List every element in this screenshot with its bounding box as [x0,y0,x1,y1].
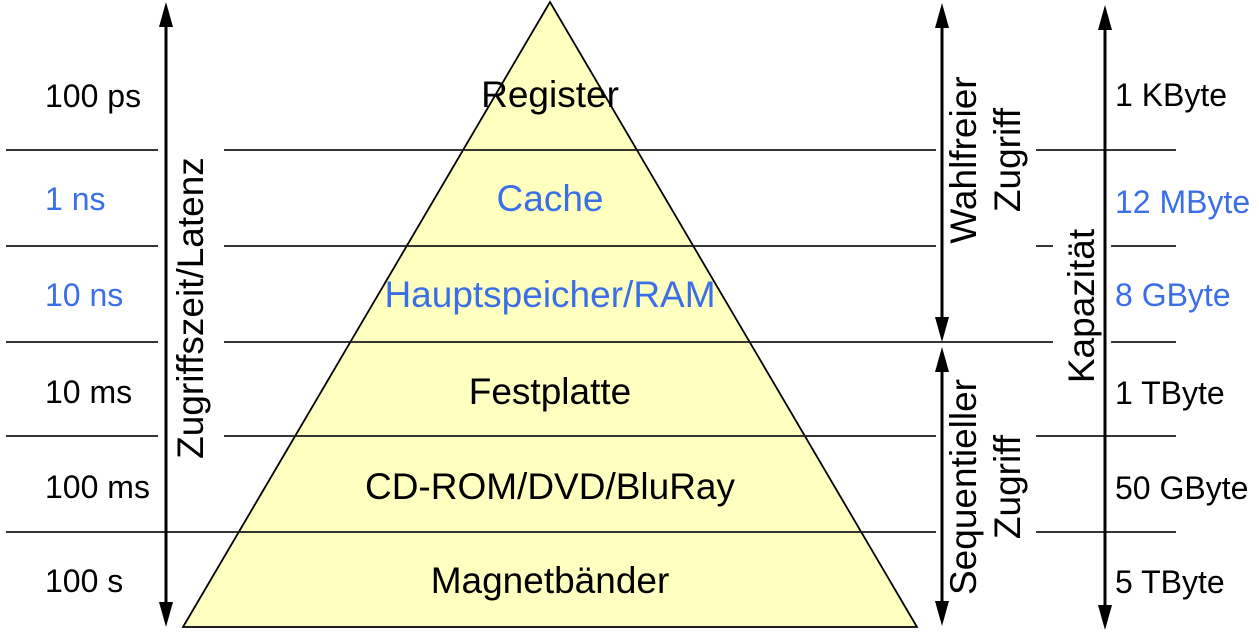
latency-label-register: 100 ps [45,78,142,114]
pyramid-level-cache: Cache [496,178,604,219]
capacity-axis-caption-text: Kapazität [1061,228,1102,384]
latency-label-ram: 10 ns [45,277,124,313]
capacity-label-festplatte: 1 TByte [1115,375,1225,411]
random-access-caption-text: Wahlfreier Zugriff [942,76,1030,243]
latency-label-cache: 1 ns [45,181,106,217]
latency-label-festplatte: 10 ms [45,374,133,410]
latency-label-cdrom: 100 ms [45,469,150,505]
capacity-label-cache: 12 MByte [1115,184,1251,220]
capacity-label-magnetband: 5 TByte [1115,564,1225,600]
capacity-label-cdrom: 50 GByte [1115,470,1249,506]
sequential-access-line2: Zugriff [987,434,1028,540]
pyramid-level-ram: Hauptspeicher/RAM [384,274,716,315]
pyramid-level-cdrom: CD-ROM/DVD/BluRay [364,466,736,507]
random-access-caption: Wahlfreier Zugriff [936,0,1036,320]
pyramid-level-magnetband: Magnetbänder [430,560,670,601]
capacity-axis-caption: Kapazität [1053,227,1111,385]
latency-axis-caption-text: Zugriffszeit/Latenz [170,157,211,459]
pyramid-level-festplatte: Festplatte [468,371,632,412]
random-access-line2: Zugriff [987,107,1028,213]
capacity-label-register: 1 KByte [1115,77,1228,113]
sequential-access-caption: Sequentieller Zugriff [936,349,1036,625]
latency-axis-caption: Zugriffszeit/Latenz [158,143,224,473]
sequential-access-caption-text: Sequentieller Zugriff [942,379,1030,595]
pyramid-shape [181,0,919,628]
sequential-access-line1: Sequentieller [943,379,984,595]
pyramid-level-register: Register [481,74,619,115]
capacity-label-ram: 8 GByte [1115,277,1231,313]
random-access-line1: Wahlfreier [943,76,984,244]
latency-label-magnetband: 100 s [45,563,124,599]
